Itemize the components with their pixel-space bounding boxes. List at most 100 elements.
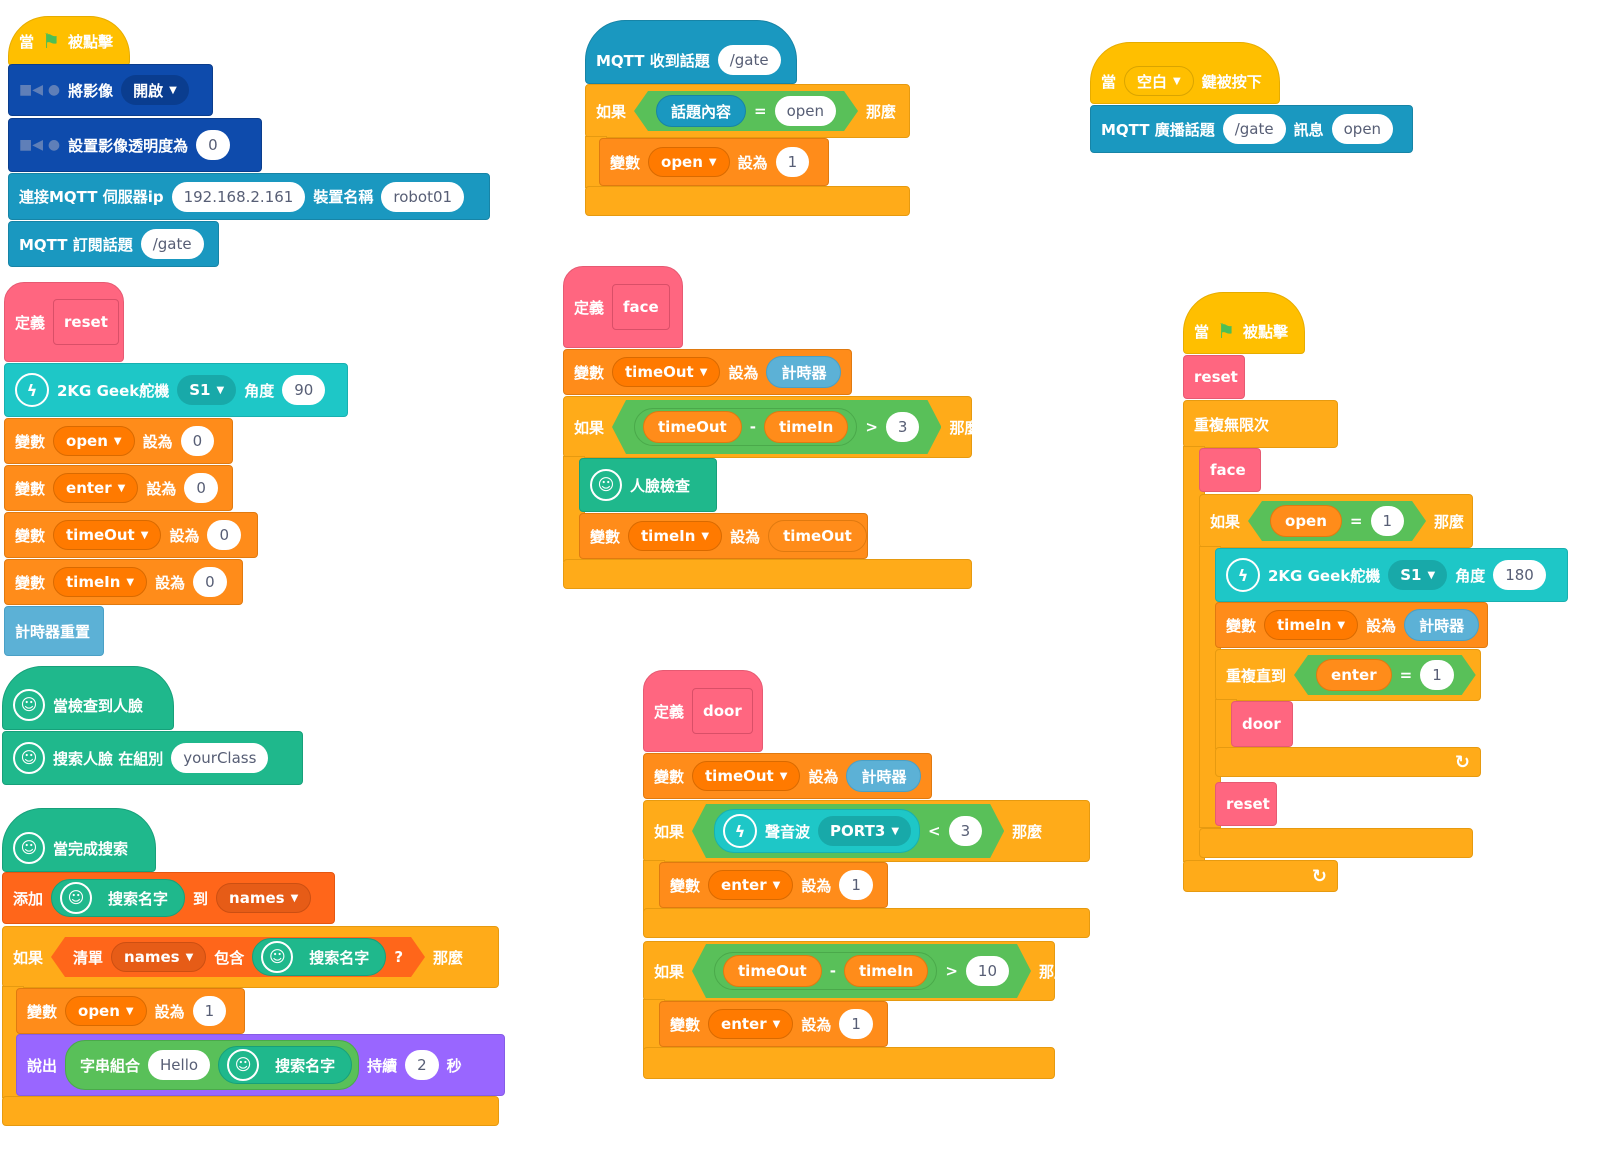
timein-reporter[interactable]: timeIn [764, 411, 848, 443]
list-dropdown[interactable]: names▼ [111, 942, 206, 972]
var-value-input[interactable]: 0 [193, 567, 227, 597]
set-var-block[interactable]: 變數 open▼ 設為 0 [4, 418, 233, 464]
when-flag-clicked-hat[interactable]: 當 ⚑ 被點擊 [1183, 292, 1305, 354]
timeout-reporter[interactable]: timeOut [643, 411, 742, 443]
add-to-list-block[interactable]: 添加 ☺ 搜索名字 到 names▼ [2, 872, 335, 924]
set-var-block[interactable]: 變數 timeIn▼ 設為 計時器 [1215, 602, 1488, 648]
var-dropdown[interactable]: timeIn▼ [628, 521, 723, 551]
var-value-input[interactable]: 1 [839, 1009, 873, 1039]
var-dropdown[interactable]: open▼ [648, 147, 730, 177]
if-block-header[interactable]: 如果 open = 1 那麼 [1199, 494, 1473, 548]
servo-angle-block[interactable]: ϟ 2KG Geek舵機 S1▼ 角度 90 [4, 363, 348, 417]
set-var-block[interactable]: 變數 open▼ 設為 1 [16, 988, 245, 1034]
receive-topic-input[interactable]: /gate [717, 45, 781, 75]
mqtt-receive-hat[interactable]: MQTT 收到話題 /gate [585, 20, 797, 84]
set-var-block[interactable]: 變數 enter▼ 設為 1 [659, 862, 888, 908]
set-var-block[interactable]: 變數 timeIn▼ 設為 timeOut [579, 513, 868, 559]
mqtt-subscribe-block[interactable]: MQTT 訂閱話題 /gate [8, 221, 219, 267]
video-transparency-block[interactable]: ■◀ ● 設置影像透明度為 0 [8, 118, 262, 172]
servo-angle-input[interactable]: 90 [282, 375, 326, 405]
equals-condition[interactable]: 話題內容 = open [634, 91, 858, 131]
if-block-header[interactable]: 如果 ϟ 聲音波 PORT3▼ < 3 那麼 [643, 800, 1090, 862]
subscribe-topic-input[interactable]: /gate [140, 229, 204, 259]
mqtt-connect-block[interactable]: 連接MQTT 伺服器ip 192.168.2.161 裝置名稱 robot01 [8, 173, 490, 220]
key-dropdown[interactable]: 空白▼ [1124, 66, 1194, 96]
if-block-header[interactable]: 如果 話題內容 = open 那麼 [585, 84, 910, 138]
ip-input[interactable]: 192.168.2.161 [171, 181, 306, 212]
var-dropdown[interactable]: timeOut▼ [612, 357, 721, 387]
timer-reporter[interactable]: 計時器 [1404, 609, 1480, 641]
distance-input[interactable]: 3 [949, 816, 983, 846]
threshold-input[interactable]: 3 [886, 412, 920, 442]
repeat-until-header[interactable]: 重複直到 enter = 1 [1215, 649, 1481, 701]
servo-angle-input[interactable]: 180 [1493, 560, 1546, 590]
greater-condition[interactable]: timeOut - timeIn > 3 [612, 400, 941, 454]
video-state-dropdown[interactable]: 開啟▼ [121, 75, 189, 105]
timer-reporter[interactable]: 計時器 [846, 760, 922, 792]
var-value-input[interactable]: 0 [184, 473, 218, 503]
compare-input[interactable]: open [775, 96, 836, 126]
message-input[interactable]: open [1331, 114, 1394, 144]
var-dropdown[interactable]: enter▼ [708, 1009, 794, 1039]
set-var-block[interactable]: 變數 timeOut▼ 設為 計時器 [563, 349, 852, 395]
set-var-block[interactable]: 變數 open▼ 設為 1 [599, 138, 829, 186]
define-reset-hat[interactable]: 定義 reset [4, 282, 124, 362]
less-condition[interactable]: ϟ 聲音波 PORT3▼ < 3 [692, 804, 1004, 858]
when-flag-clicked-hat[interactable]: 當 ⚑ 被點擊 [8, 16, 130, 66]
var-dropdown[interactable]: timeOut▼ [53, 520, 162, 550]
var-dropdown[interactable]: open▼ [53, 426, 135, 456]
servo-port-dropdown[interactable]: S1▼ [177, 375, 237, 405]
call-door-block[interactable]: door [1231, 701, 1293, 747]
timer-reset-block[interactable]: 計時器重置 [4, 606, 104, 656]
when-key-pressed-hat[interactable]: 當 空白▼ 鍵被按下 [1090, 42, 1280, 104]
subtract-reporter[interactable]: timeOut - timeIn [634, 408, 857, 446]
var-value-input[interactable]: 1 [839, 870, 873, 900]
var-value-input[interactable]: 1 [775, 147, 810, 177]
enter-reporter[interactable]: enter [1316, 659, 1392, 691]
equals-condition[interactable]: open = 1 [1248, 501, 1426, 541]
var-value-input[interactable]: 0 [207, 520, 241, 550]
define-face-hat[interactable]: 定義 face [563, 266, 683, 348]
topic-content-reporter[interactable]: 話題內容 [656, 95, 746, 127]
broadcast-topic-input[interactable]: /gate [1222, 114, 1286, 144]
ultrasonic-reporter[interactable]: ϟ 聲音波 PORT3▼ [714, 809, 920, 853]
set-var-block[interactable]: 變數 enter▼ 設為 0 [4, 465, 233, 511]
var-dropdown[interactable]: open▼ [65, 996, 147, 1026]
group-input[interactable]: yourClass [171, 743, 269, 773]
list-contains-condition[interactable]: 清單 names▼ 包含 ☺ 搜索名字 ? [51, 937, 425, 977]
search-face-block[interactable]: ☺ 搜索人臉 在組別 yourClass [2, 731, 303, 785]
servo-angle-block[interactable]: ϟ 2KG Geek舵機 S1▼ 角度 180 [1215, 548, 1568, 602]
call-face-block[interactable]: face [1199, 448, 1261, 492]
set-var-block[interactable]: 變數 timeOut▼ 設為 計時器 [643, 753, 932, 799]
mqtt-broadcast-block[interactable]: MQTT 廣播話題 /gate 訊息 open [1090, 105, 1413, 153]
set-var-block[interactable]: 變數 enter▼ 設為 1 [659, 1001, 888, 1047]
compare-input[interactable]: 1 [1420, 660, 1454, 690]
var-dropdown[interactable]: enter▼ [708, 870, 794, 900]
var-dropdown[interactable]: enter▼ [53, 473, 139, 503]
call-reset-block[interactable]: reset [1215, 782, 1277, 826]
greater-condition[interactable]: timeOut - timeIn > 10 [692, 944, 1031, 998]
servo-port-dropdown[interactable]: S1▼ [1388, 560, 1448, 590]
define-door-hat[interactable]: 定義 door [643, 670, 763, 752]
search-name-reporter[interactable]: ☺ 搜索名字 [218, 1046, 353, 1084]
if-block-header[interactable]: 如果 timeOut - timeIn > 3 那麼 [563, 396, 979, 458]
var-dropdown[interactable]: timeIn▼ [1264, 610, 1359, 640]
threshold-input[interactable]: 10 [966, 956, 1009, 986]
join-reporter[interactable]: 字串組合 Hello ☺ 搜索名字 [65, 1040, 360, 1090]
face-check-block[interactable]: ☺ 人臉檢查 [579, 458, 717, 512]
when-face-detected-hat[interactable]: ☺ 當檢查到人臉 [2, 666, 174, 730]
port-dropdown[interactable]: PORT3▼ [818, 816, 911, 846]
video-toggle-block[interactable]: ■◀ ● 將影像 開啟▼ [8, 64, 213, 116]
timeout-reporter[interactable]: timeOut [768, 520, 867, 552]
equals-condition[interactable]: enter = 1 [1294, 655, 1476, 695]
var-dropdown[interactable]: timeOut▼ [692, 761, 801, 791]
if-block-header[interactable]: 如果 清單 names▼ 包含 ☺ 搜索名字 ? 那麼 [2, 926, 499, 988]
timein-reporter[interactable]: timeIn [844, 955, 928, 987]
join-text-input[interactable]: Hello [148, 1050, 211, 1080]
forever-header[interactable]: 重複無限次 [1183, 400, 1338, 448]
list-dropdown[interactable]: names▼ [216, 883, 312, 913]
secs-input[interactable]: 2 [405, 1050, 439, 1080]
subtract-reporter[interactable]: timeOut - timeIn [714, 952, 937, 990]
set-var-block[interactable]: 變數 timeIn▼ 設為 0 [4, 559, 243, 605]
open-reporter[interactable]: open [1270, 505, 1342, 537]
